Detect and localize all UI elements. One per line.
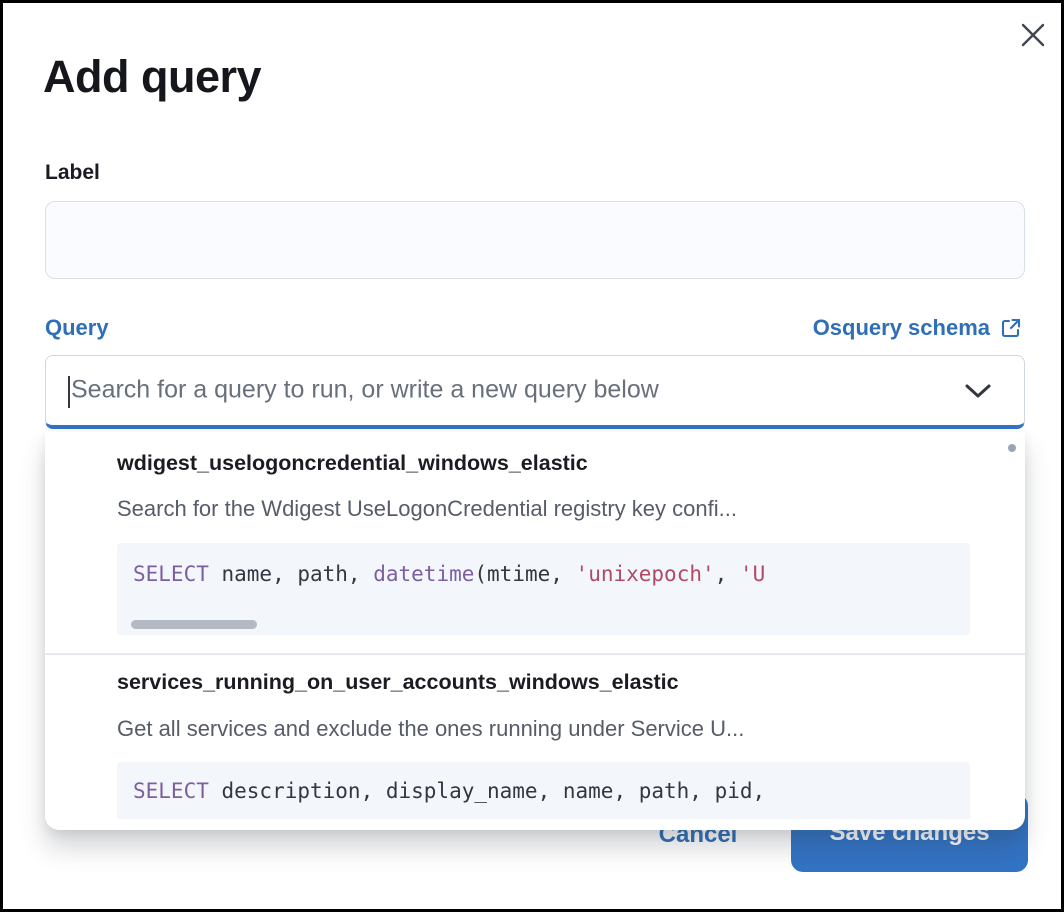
code-keyword: SELECT — [133, 779, 209, 803]
option-title: services_running_on_user_accounts_window… — [117, 670, 679, 694]
query-combobox[interactable]: Search for a query to run, or write a ne… — [45, 355, 1025, 429]
code-text: (mtime, — [474, 562, 576, 586]
option-code-line: SELECT name, path, datetime(mtime, 'unix… — [133, 562, 765, 586]
close-icon — [1020, 22, 1046, 48]
code-string: 'unixepoch' — [575, 562, 715, 586]
label-input[interactable] — [45, 201, 1025, 279]
label-field-caption: Label — [45, 161, 100, 184]
page-title: Add query — [43, 51, 262, 102]
code-text: name, path, — [208, 562, 374, 586]
code-string: 'U — [739, 562, 766, 586]
code-keyword: SELECT — [133, 562, 209, 586]
code-keyword: datetime — [373, 562, 475, 586]
option-description: Search for the Wdigest UseLogonCredentia… — [117, 496, 737, 521]
text-cursor — [68, 376, 70, 408]
query-combobox-placeholder: Search for a query to run, or write a ne… — [71, 374, 659, 403]
option-code-block: SELECT description, display_name, name, … — [117, 762, 970, 819]
chevron-down-icon[interactable] — [960, 379, 996, 403]
osquery-schema-link[interactable]: Osquery schema — [813, 315, 1023, 341]
query-field-caption: Query — [45, 315, 109, 340]
option-title: wdigest_uselogoncredential_windows_elast… — [117, 451, 588, 475]
code-text: description, display_name, name, path, p… — [208, 779, 766, 803]
horizontal-scrollbar-thumb[interactable] — [131, 620, 257, 629]
option-description: Get all services and exclude the ones ru… — [117, 716, 745, 741]
osquery-schema-link-label: Osquery schema — [812, 315, 990, 340]
code-text: , — [714, 562, 740, 586]
external-link-icon — [999, 316, 1023, 340]
option-code-block: SELECT name, path, datetime(mtime, 'unix… — [117, 543, 970, 635]
close-button[interactable] — [1013, 15, 1053, 55]
query-suggestions-dropdown: wdigest_uselogoncredential_windows_elast… — [45, 432, 1025, 830]
option-code-line: SELECT description, display_name, name, … — [133, 779, 765, 803]
options-divider — [45, 653, 1025, 655]
vertical-scrollbar-thumb[interactable] — [1008, 444, 1016, 452]
